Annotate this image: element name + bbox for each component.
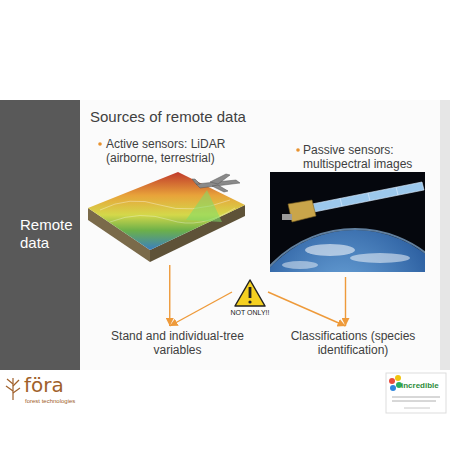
satellite-illustration bbox=[270, 172, 425, 272]
warning-note: NOT ONLY!! bbox=[222, 276, 278, 322]
orange-arrow bbox=[268, 292, 346, 326]
bullet bbox=[98, 142, 102, 146]
logo-text: föra bbox=[24, 373, 64, 397]
node-text: Passive sensors: multispectral images bbox=[303, 143, 428, 171]
orange-arrow bbox=[170, 292, 232, 326]
project-logo bbox=[386, 373, 446, 413]
orange-arrow bbox=[169, 265, 170, 326]
result-box: Classifications (species identification) bbox=[278, 326, 428, 359]
bullet bbox=[296, 148, 300, 152]
node-text: Stand and individual-tree variables bbox=[102, 329, 253, 357]
node-text: Classifications (species identification) bbox=[280, 329, 426, 357]
node-text: Remote data bbox=[20, 216, 76, 252]
logo-text: incredible bbox=[401, 381, 439, 390]
logo-subtext: forest technologies bbox=[25, 398, 75, 404]
node-text: Active sensors: LiDAR (airborne, terrest… bbox=[106, 137, 246, 165]
warning-symbol bbox=[235, 280, 265, 306]
result-box: Stand and individual-tree variables bbox=[100, 326, 255, 359]
slide-title: Sources of remote data bbox=[90, 108, 246, 125]
tree-icon bbox=[6, 378, 20, 400]
node-text: NOT ONLY!! bbox=[222, 309, 278, 317]
lidar-illustration bbox=[88, 172, 245, 262]
sensor-block: Active sensors: LiDAR (airborne, terrest… bbox=[85, 135, 250, 265]
side-strip bbox=[440, 100, 450, 370]
sensor-block: Passive sensors: multispectral images bbox=[265, 141, 430, 277]
orange-arrow bbox=[345, 277, 346, 326]
side-band: Remote data bbox=[0, 100, 80, 370]
